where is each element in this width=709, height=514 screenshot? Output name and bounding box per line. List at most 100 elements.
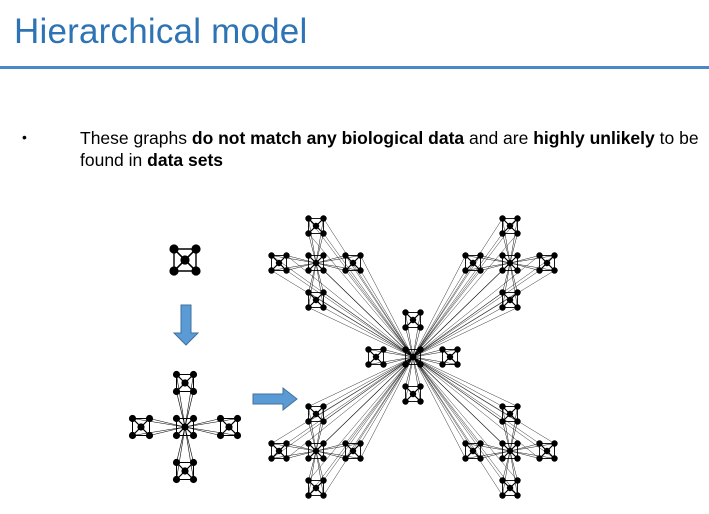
edge (465, 450, 511, 459)
node (145, 414, 154, 423)
node (172, 475, 181, 484)
node (365, 361, 372, 368)
edge (132, 426, 186, 436)
edge (509, 421, 518, 452)
edge (345, 270, 414, 358)
node (551, 252, 558, 259)
edge (315, 421, 324, 452)
edge (271, 356, 414, 444)
edge (412, 292, 518, 358)
node (180, 255, 190, 265)
edge (412, 307, 503, 358)
node (342, 440, 349, 447)
node (499, 304, 506, 311)
node (417, 346, 424, 353)
node (514, 215, 521, 222)
edge (315, 450, 324, 496)
edge (412, 349, 458, 358)
node (417, 309, 424, 316)
right-arrow (252, 386, 298, 412)
edge (184, 426, 194, 463)
edge (184, 426, 194, 480)
edge (323, 356, 414, 481)
node (477, 440, 484, 447)
edge (509, 443, 555, 452)
edge (286, 450, 317, 459)
node (305, 418, 312, 425)
node (462, 252, 469, 259)
edge (271, 450, 317, 459)
bullet-bold-part: data sets (147, 150, 224, 170)
edge (412, 356, 540, 444)
edge (286, 270, 414, 358)
node (454, 361, 461, 368)
edge (184, 418, 238, 428)
edge (412, 270, 466, 358)
node (499, 230, 506, 237)
edge (383, 356, 414, 365)
edge (509, 262, 540, 271)
node (417, 324, 424, 331)
node (305, 289, 312, 296)
node (543, 259, 551, 267)
edge (509, 450, 540, 459)
node (499, 215, 506, 222)
edge (360, 255, 414, 358)
node (305, 230, 312, 237)
node (514, 418, 521, 425)
edge (509, 255, 540, 264)
node (357, 455, 364, 462)
node (169, 266, 179, 276)
node (462, 267, 469, 274)
node (380, 346, 387, 353)
edge (412, 255, 481, 358)
node (275, 447, 283, 455)
node (536, 267, 543, 274)
node (514, 230, 521, 237)
edge (412, 356, 466, 444)
node (312, 410, 320, 418)
node (320, 252, 327, 259)
network-nodes (128, 215, 558, 499)
node (191, 244, 201, 254)
edge (509, 450, 518, 481)
edge (308, 307, 414, 358)
edge (412, 218, 518, 358)
edge (480, 262, 511, 271)
node (514, 455, 521, 462)
edge (412, 356, 518, 496)
edge (502, 262, 511, 308)
node (268, 252, 275, 259)
edge (412, 356, 443, 365)
edge (286, 443, 317, 452)
edge (509, 255, 555, 264)
edge (368, 349, 414, 358)
node (172, 387, 181, 396)
edge (308, 262, 317, 293)
node (275, 259, 283, 267)
node (233, 414, 242, 423)
edge (412, 356, 518, 407)
edge (412, 356, 503, 481)
node (402, 309, 409, 316)
edge (315, 255, 346, 264)
edge (368, 356, 414, 365)
node (536, 455, 543, 462)
node (181, 467, 189, 475)
edge (315, 262, 324, 308)
node (477, 267, 484, 274)
edge (315, 406, 324, 452)
down-arrow (172, 304, 200, 346)
node (499, 289, 506, 296)
edge (412, 270, 540, 358)
node (536, 440, 543, 447)
edge (412, 356, 555, 459)
edge (315, 262, 324, 293)
node (305, 477, 312, 484)
node (514, 289, 521, 296)
node (514, 304, 521, 311)
edge (480, 450, 511, 459)
node (499, 418, 506, 425)
edge (184, 418, 221, 428)
node (320, 455, 327, 462)
